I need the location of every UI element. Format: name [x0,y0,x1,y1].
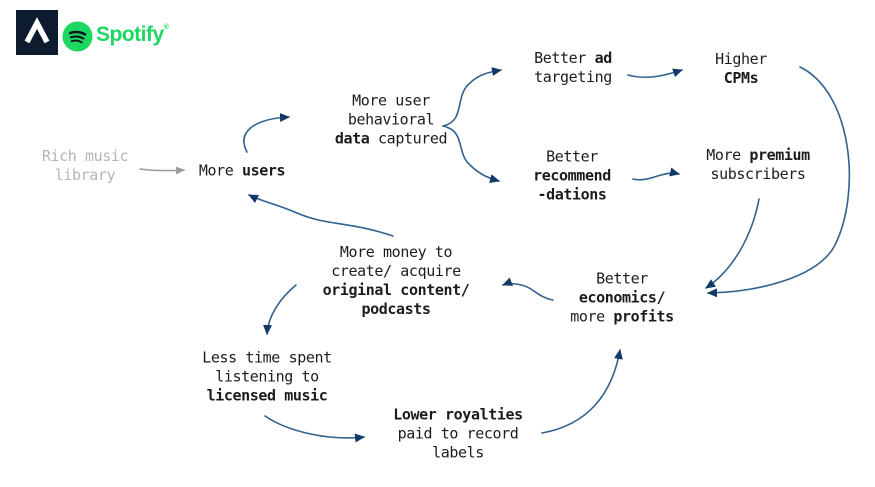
spotify-icon [62,21,93,52]
arrow-users-to-data [243,112,290,153]
arrow-premium-to-economics [705,198,760,289]
arrow-recommendations-to-premium [632,167,680,181]
arrow-royalties-to-economics [541,349,623,434]
spotify-trademark: ® [163,24,169,31]
company-logo [16,10,58,55]
arrow-data-to-recommendations [442,125,500,183]
arrow-data-to-ad-targeting [442,67,502,127]
arrow-money-to-less-time [263,284,297,335]
arrow-less-time-to-royalties [264,415,365,443]
arrow-economics-to-money [502,277,554,301]
arrow-library-to-users [139,166,185,175]
arrow-cpms-to-economics [707,66,851,298]
node-more-users: More users [198,161,286,180]
arrow-ad-to-cpms [627,68,683,78]
spotify-wordmark-text: Spotify [96,23,164,46]
arrow-money-to-users [248,194,394,237]
spotify-wordmark: Spotify® [96,23,169,47]
lambda-icon [24,17,50,44]
